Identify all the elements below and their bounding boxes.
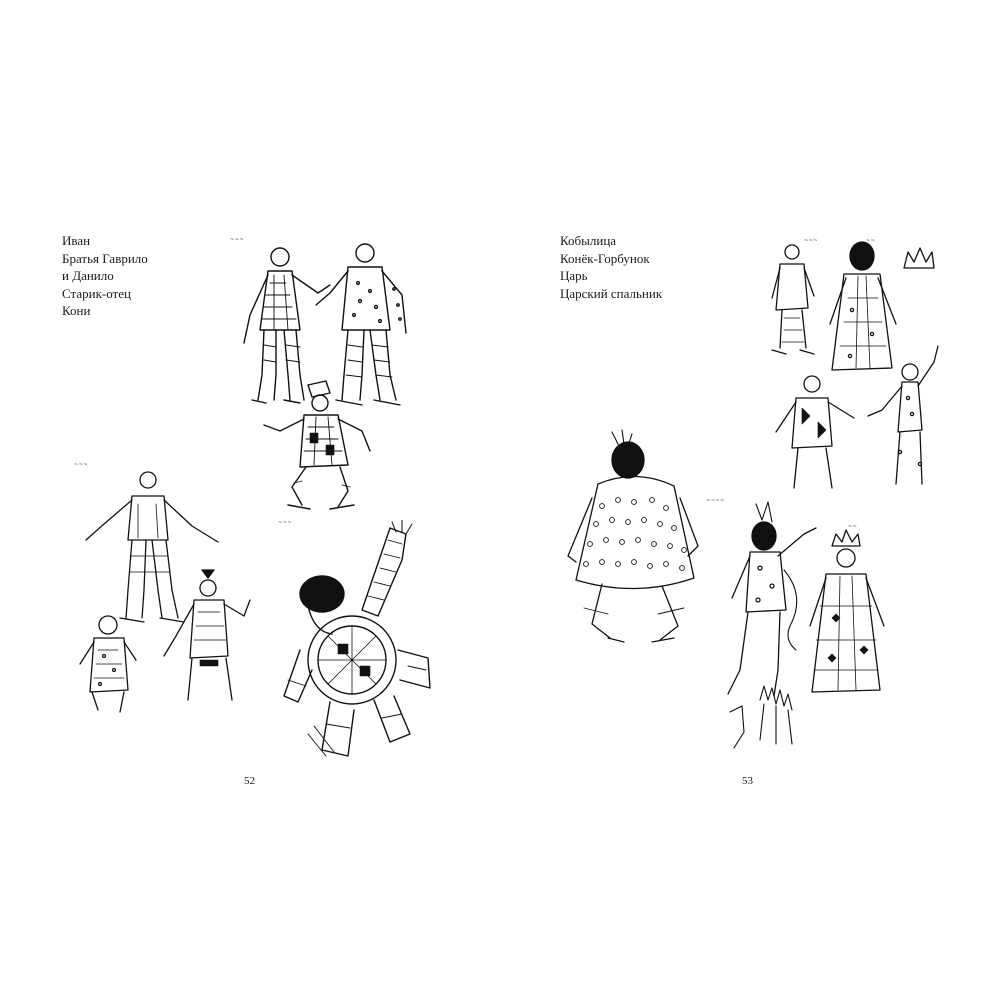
sketch-note-tsar-label: ~~ — [848, 524, 858, 530]
horse-sketch-svg — [283, 520, 431, 757]
left-page-number: 52 — [244, 775, 255, 787]
brothers-sketch-svg — [243, 243, 407, 510]
right-caption-list: Кобылица Конёк-Горбунок Царь Царский спа… — [560, 232, 662, 302]
sketch-ivan: ~~~ — [68, 460, 258, 720]
left-caption-list: Иван Братья Гаврило и Данило Старик-отец… — [62, 232, 148, 320]
sketch-note-horse: ~~~ — [278, 520, 293, 526]
caption-mare: Кобылица — [560, 233, 617, 248]
sketch-note-brothers: ~~~ — [230, 237, 245, 243]
caption-brothers-continued: и Данило — [62, 268, 114, 283]
ivan-sketch-svg — [79, 471, 251, 713]
sketch-note-court-2: ~~ — [866, 238, 876, 244]
caption-tsar-chamberlain: Царский спальник — [560, 285, 663, 301]
caption-old-father: Старик-отец — [62, 285, 131, 301]
right-page: Кобылица Конёк-Горбунок Царь Царский спа… — [500, 0, 1000, 1000]
sketch-brothers-and-father: ~~~ — [230, 235, 415, 520]
sketch-tsar-court: ~~~ ~~ — [762, 238, 942, 498]
sketch-horse: ~~~ — [278, 520, 438, 765]
sketch-note-ivan: ~~~ — [74, 462, 89, 468]
humpbacked-horse-sketch-svg — [727, 501, 885, 749]
caption-horses: Кони — [62, 303, 91, 318]
right-page-number: 53 — [742, 775, 753, 787]
left-page: Иван Братья Гаврило и Данило Старик-отец… — [62, 232, 438, 787]
sketch-mare — [562, 428, 712, 658]
sketch-humpbacked-horse-and-tsar: ~~~~ ~~ — [706, 498, 895, 755]
mare-sketch-svg — [567, 429, 699, 643]
tsar-court-sketch-svg — [771, 241, 939, 489]
sketch-note-horse-label: ~~~~ — [706, 498, 725, 504]
caption-tsar: Царь — [560, 268, 588, 283]
sketch-note-court-1: ~~~ — [804, 238, 819, 244]
caption-humpbacked-horse: Конёк-Горбунок — [560, 250, 650, 266]
caption-brothers: Братья Гаврило — [62, 250, 148, 266]
caption-ivan: Иван — [62, 233, 91, 248]
